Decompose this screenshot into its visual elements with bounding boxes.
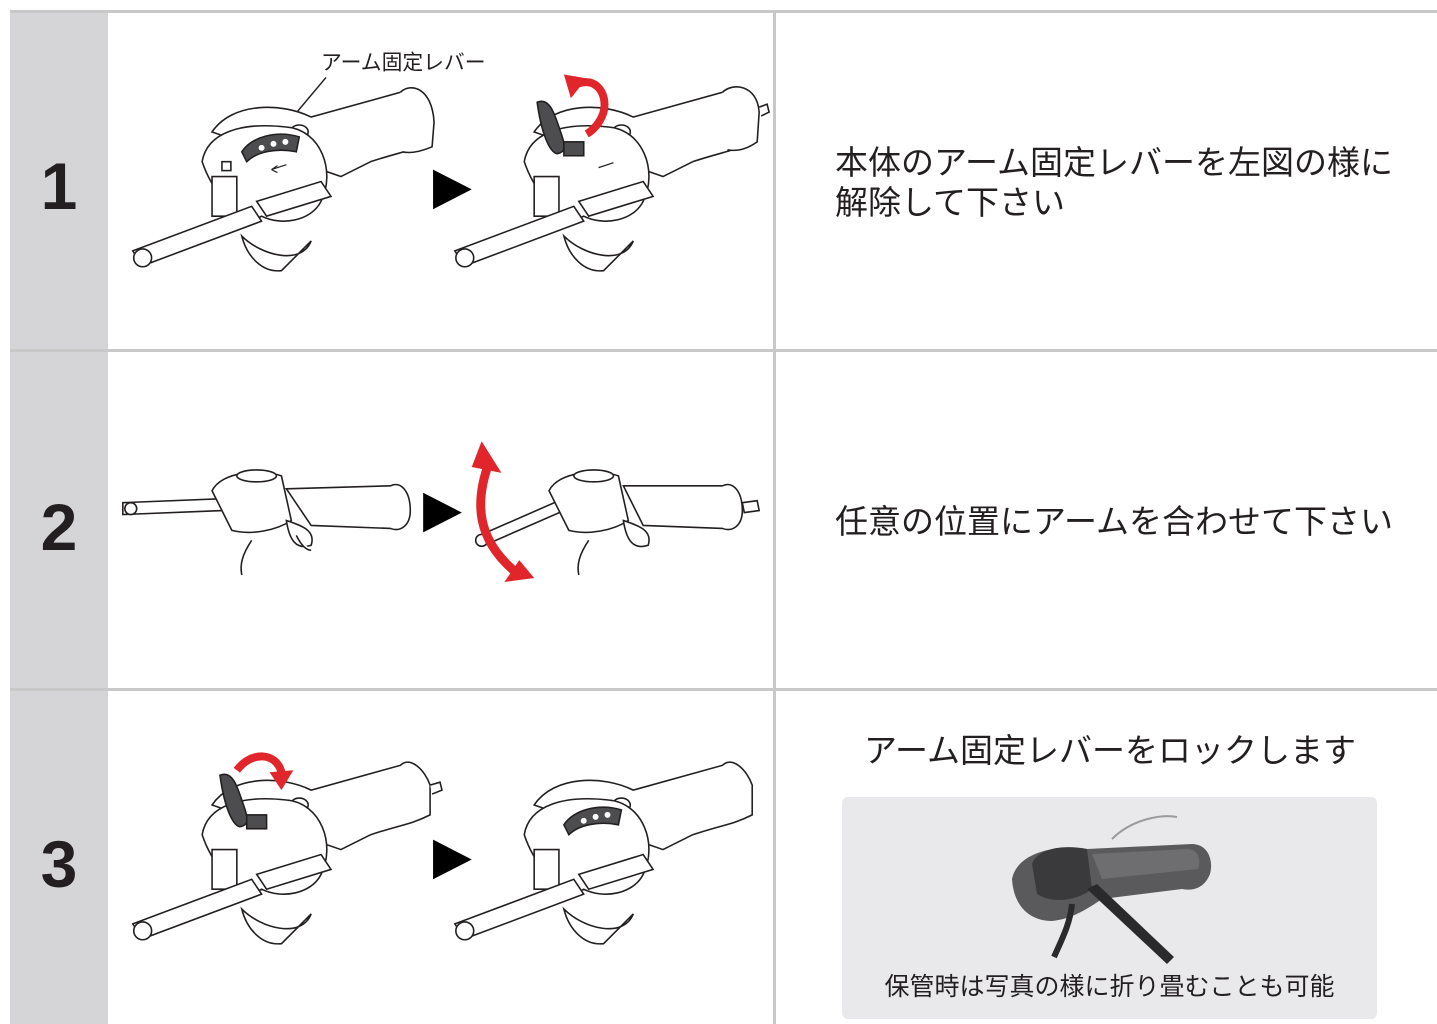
rotate-arrow-icon: [568, 78, 609, 138]
step-number: 1: [40, 149, 78, 223]
play-arrow-icon: [423, 492, 462, 533]
step-instruction: 任意の位置にアームを合わせて下さい: [835, 502, 1394, 541]
note-caption: 保管時は写真の様に折り畳むことも可能: [884, 972, 1335, 1001]
step-row-1: 1 アーム固定レバー: [10, 10, 1437, 350]
step-3-illustration: [131, 752, 753, 945]
sander-drawing-before: [131, 87, 435, 272]
step-row-3: 3: [10, 688, 1437, 1024]
swing-arrow-icon: [476, 459, 523, 579]
column-divider: [773, 13, 776, 350]
sander-drawing-lever-up: [131, 761, 443, 945]
sander-drawing-lever-locked: [453, 761, 753, 945]
storage-note-panel: 保管時は写真の様に折り畳むことも可能: [842, 797, 1377, 1019]
step-number: 2: [40, 490, 78, 564]
lever-callout-label: アーム固定レバー: [321, 50, 486, 74]
rotate-arrow-icon: [233, 752, 286, 774]
play-arrow-icon: [433, 169, 472, 210]
step-number-column: [10, 691, 108, 1024]
step-row-2: 2 任意の位置にアームを合わせて下: [10, 349, 1437, 689]
step-number: 3: [40, 827, 78, 901]
sander-side-view-before: [122, 469, 412, 576]
step-number-column: [10, 13, 108, 350]
folded-tool-photo: [1012, 815, 1212, 964]
column-divider: [773, 352, 776, 689]
sander-drawing-after: [453, 86, 771, 272]
step-instruction: 本体のアーム固定レバーを左図の様に解除して下さい: [835, 143, 1394, 222]
sander-side-view-after: [474, 469, 761, 576]
step-number-column: [10, 352, 108, 689]
step-1-illustration: アーム固定レバー: [131, 50, 771, 272]
column-divider: [773, 691, 776, 1024]
step-instruction: アーム固定レバーをロックします: [863, 731, 1357, 770]
step-2-illustration: [122, 441, 761, 582]
play-arrow-icon: [433, 839, 472, 880]
